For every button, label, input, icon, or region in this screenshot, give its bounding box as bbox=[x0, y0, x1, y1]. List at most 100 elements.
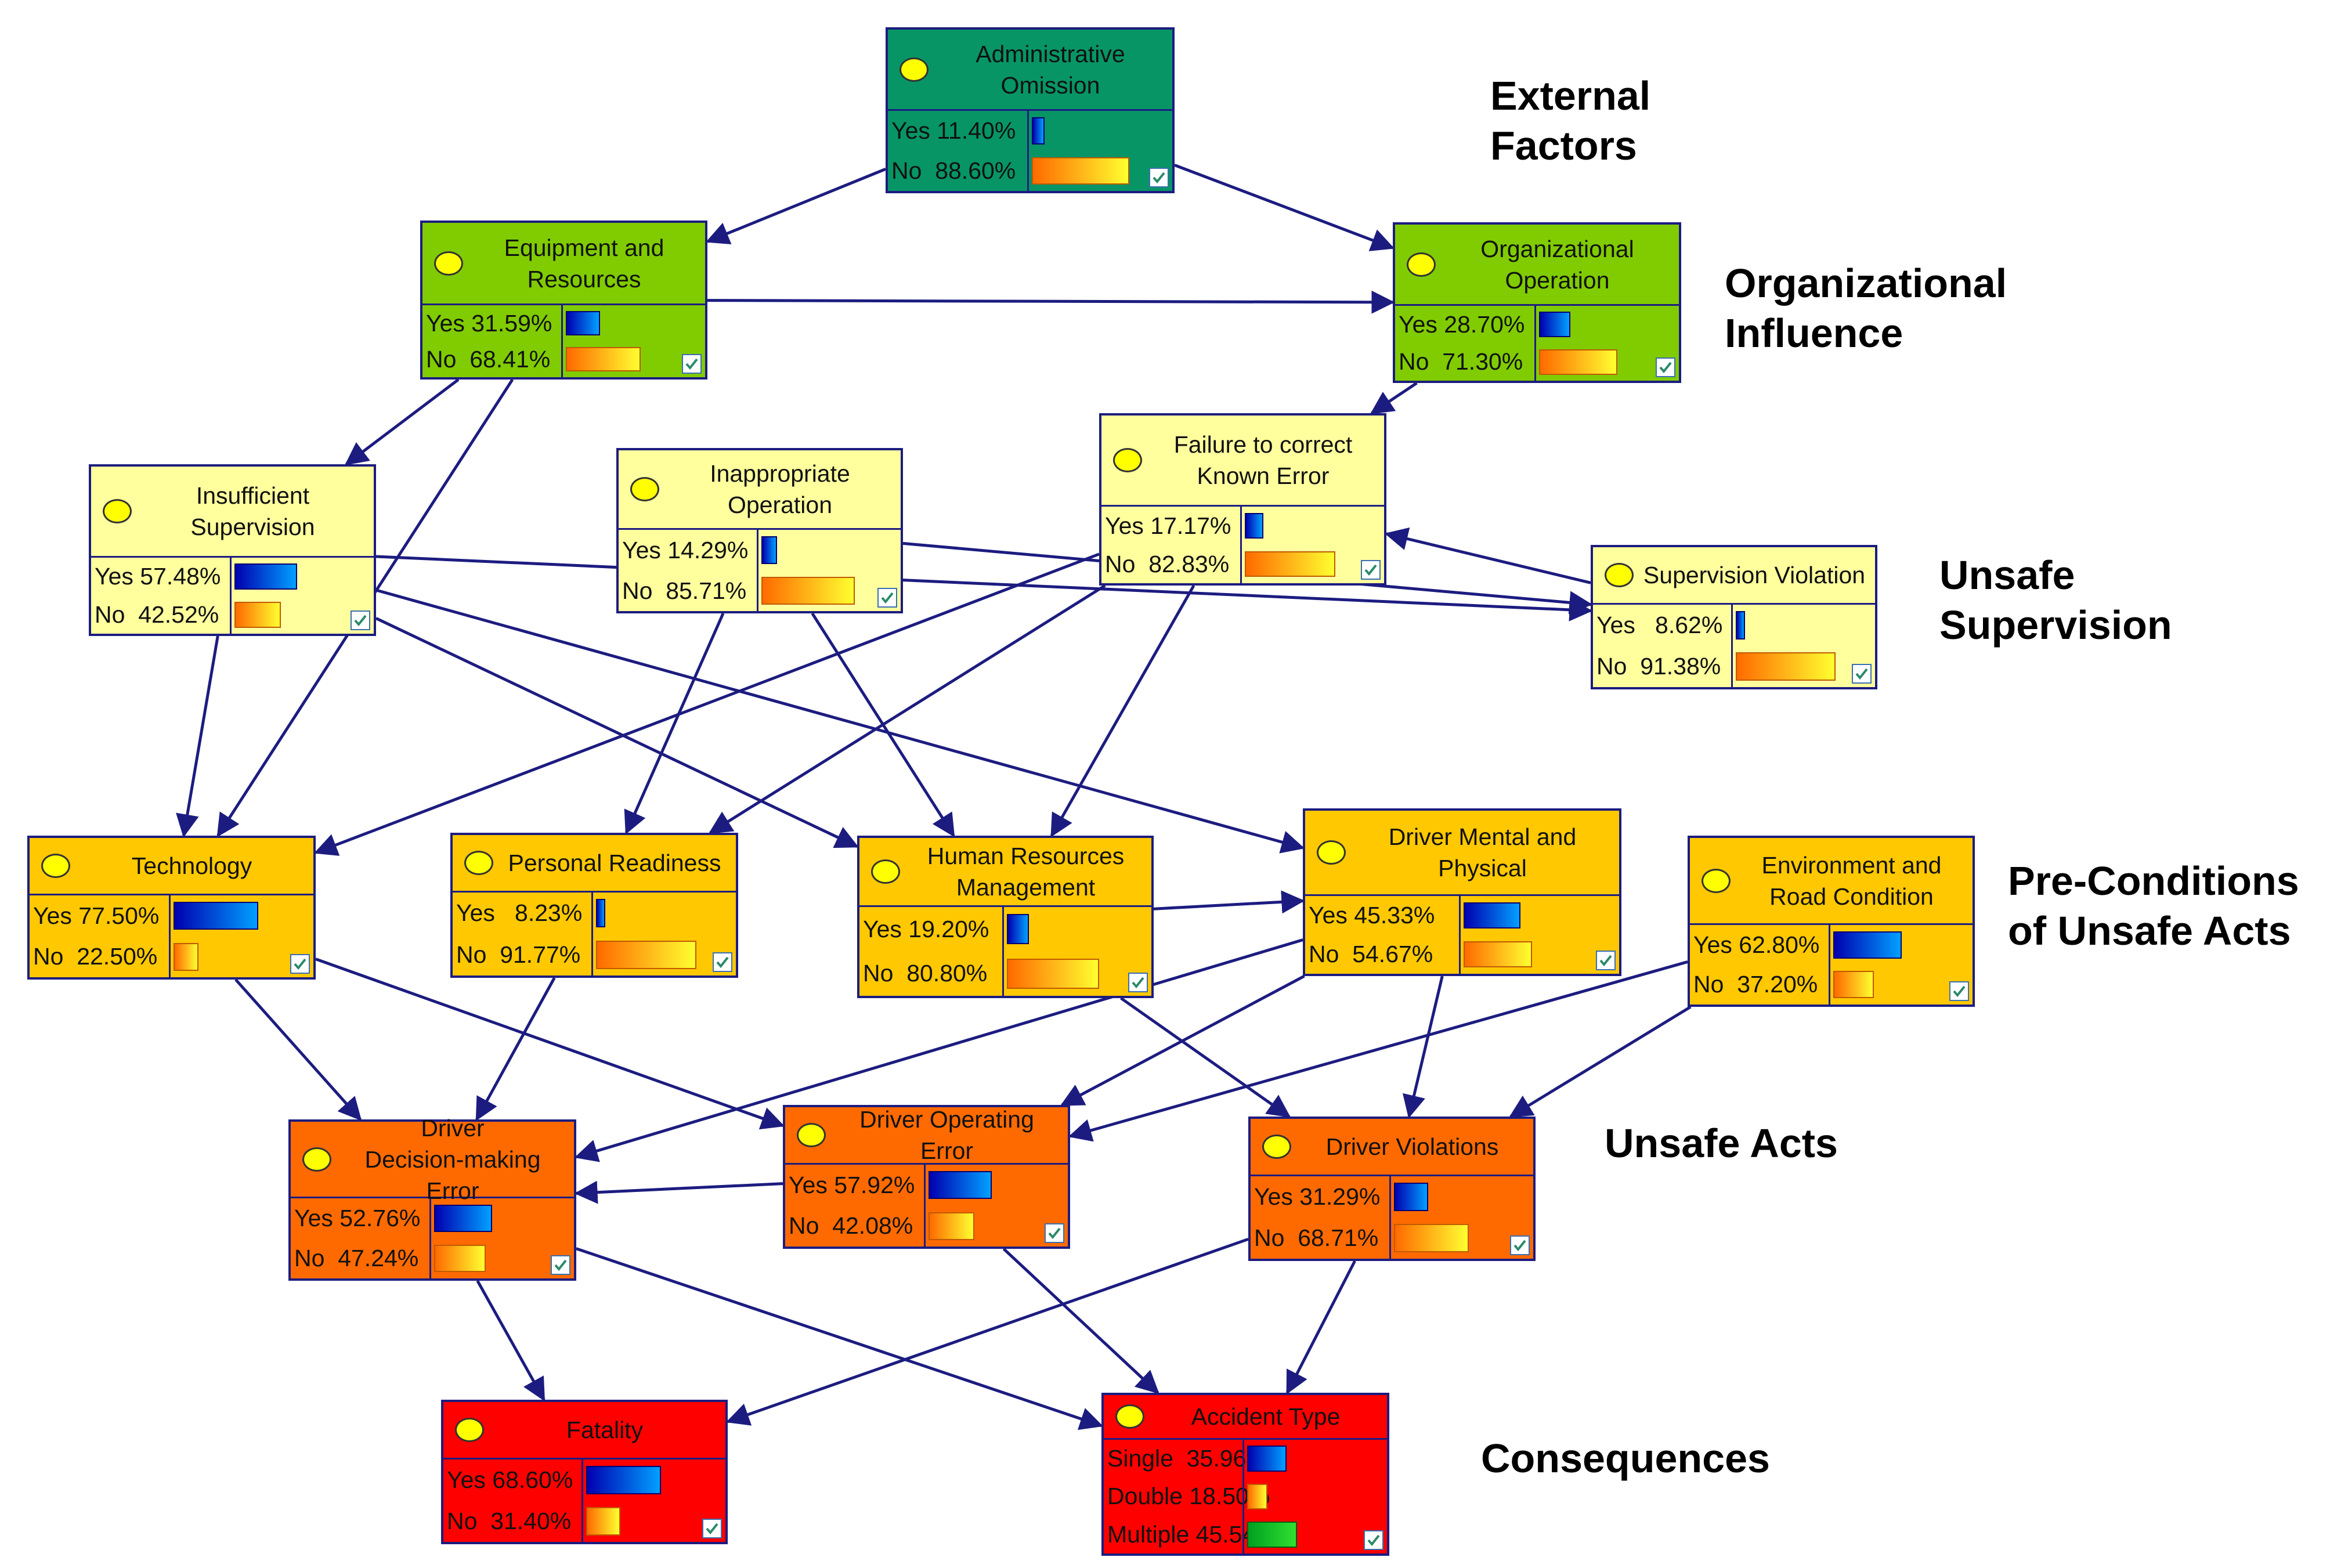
state-row: Single 35.96% bbox=[1104, 1440, 1387, 1478]
node-header[interactable]: Accident Type bbox=[1104, 1395, 1387, 1440]
state-row: No 88.60% bbox=[888, 151, 1172, 191]
checkbox-icon[interactable] bbox=[1852, 664, 1872, 684]
edge-failure-to-personal bbox=[708, 584, 1106, 834]
probability-bar bbox=[1247, 1522, 1298, 1548]
probability-bar bbox=[1007, 958, 1100, 989]
node-header[interactable]: Organizational Operation bbox=[1395, 225, 1679, 306]
node-header[interactable]: Equipment and Resources bbox=[422, 223, 705, 305]
checkbox-icon[interactable] bbox=[351, 610, 370, 630]
state-row: No 85.71% bbox=[619, 570, 901, 611]
checkbox-icon[interactable] bbox=[1596, 951, 1616, 970]
node-header[interactable]: Fatality bbox=[443, 1402, 725, 1459]
checkbox-icon[interactable] bbox=[1510, 1235, 1530, 1255]
node-title: Organizational Operation bbox=[1480, 235, 1634, 294]
probability-bar bbox=[586, 1466, 661, 1494]
probability-bar bbox=[929, 1171, 992, 1200]
checkbox-icon[interactable] bbox=[1128, 973, 1148, 992]
checkbox-icon[interactable] bbox=[1656, 357, 1675, 377]
checkbox-icon[interactable] bbox=[551, 1255, 570, 1275]
state-label: Yes 8.23% bbox=[456, 899, 583, 927]
checkbox-icon[interactable] bbox=[1949, 981, 1969, 1001]
state-row: Yes 19.20% bbox=[859, 907, 1151, 952]
node-header[interactable]: Environment and Road Condition bbox=[1690, 838, 1973, 925]
state-row: No 42.52% bbox=[91, 595, 374, 634]
state-label: No 88.60% bbox=[891, 157, 1016, 184]
node-header[interactable]: Driver Violations bbox=[1251, 1119, 1533, 1176]
state-row: No 71.30% bbox=[1395, 343, 1679, 381]
state-row: No 47.24% bbox=[291, 1238, 574, 1278]
node-header[interactable]: Technology bbox=[30, 838, 313, 895]
state-row: Yes 77.50% bbox=[30, 895, 313, 937]
node-header[interactable]: Insufficient Supervision bbox=[91, 467, 374, 558]
checkbox-icon[interactable] bbox=[877, 588, 897, 608]
checkbox-icon[interactable] bbox=[682, 354, 702, 374]
state-row: No 91.77% bbox=[453, 934, 736, 976]
checkbox-icon[interactable] bbox=[713, 952, 732, 972]
edge-decision-to-fatality bbox=[476, 1280, 546, 1401]
state-label: Yes 31.29% bbox=[1254, 1183, 1381, 1210]
node-header[interactable]: Driver Operating Error bbox=[785, 1106, 1068, 1165]
state-row: No 54.67% bbox=[1305, 935, 1619, 974]
edge-tech-to-decision bbox=[234, 978, 362, 1121]
checkbox-icon[interactable] bbox=[1045, 1223, 1064, 1243]
node-header[interactable]: Administrative Omission bbox=[888, 30, 1172, 111]
edge-violations-to-fatality bbox=[725, 1237, 1249, 1426]
yellow-circle-icon bbox=[871, 859, 900, 884]
yellow-circle-icon bbox=[464, 851, 493, 875]
state-row: Yes 8.23% bbox=[453, 893, 736, 934]
edge-operating-to-decision bbox=[574, 1180, 783, 1204]
probability-bar bbox=[234, 601, 281, 628]
node-header[interactable]: Personal Readiness bbox=[453, 835, 736, 893]
state-label: Yes 68.60% bbox=[447, 1466, 573, 1493]
edge-insuff-to-mental bbox=[375, 588, 1305, 854]
edge-decision-to-accident bbox=[576, 1247, 1104, 1430]
state-row: Yes 68.60% bbox=[443, 1459, 725, 1501]
state-label: Yes 28.70% bbox=[1399, 310, 1525, 338]
state-label: No 42.08% bbox=[789, 1212, 913, 1240]
level-label-preconditions: Pre-Conditions of Unsafe Acts bbox=[2008, 858, 2299, 953]
checkbox-icon[interactable] bbox=[1364, 1530, 1383, 1550]
state-label: Yes 19.20% bbox=[863, 915, 989, 942]
checkbox-icon[interactable] bbox=[702, 1519, 722, 1538]
state-row: Yes 62.80% bbox=[1690, 925, 1973, 965]
checkbox-icon[interactable] bbox=[1149, 168, 1169, 187]
state-row: Yes 57.48% bbox=[91, 558, 374, 596]
probability-bar bbox=[761, 536, 777, 564]
probability-bar bbox=[1736, 652, 1836, 681]
node-header[interactable]: Failure to correct Known Error bbox=[1101, 416, 1384, 507]
yellow-circle-icon bbox=[455, 1418, 484, 1442]
node-title: Environment and Road Condition bbox=[1761, 851, 1942, 910]
state-label: No 22.50% bbox=[33, 943, 158, 970]
node-header[interactable]: Inappropriate Operation bbox=[619, 450, 901, 530]
yellow-circle-icon bbox=[1407, 252, 1436, 277]
probability-bar bbox=[1539, 312, 1571, 338]
node-header[interactable]: Driver Decision-making Error bbox=[291, 1115, 574, 1204]
checkbox-icon[interactable] bbox=[1361, 560, 1381, 580]
checkbox-icon[interactable] bbox=[290, 954, 310, 974]
node-title: Insufficient Supervision bbox=[190, 482, 315, 540]
node-header[interactable]: Human Resources Management bbox=[859, 838, 1151, 907]
probability-bar bbox=[1833, 971, 1874, 999]
node-header[interactable]: Supervision Violation bbox=[1593, 547, 1875, 605]
node-header[interactable]: Driver Mental and Physical bbox=[1305, 811, 1619, 896]
probability-bar bbox=[596, 899, 605, 928]
yellow-circle-icon bbox=[302, 1147, 331, 1172]
